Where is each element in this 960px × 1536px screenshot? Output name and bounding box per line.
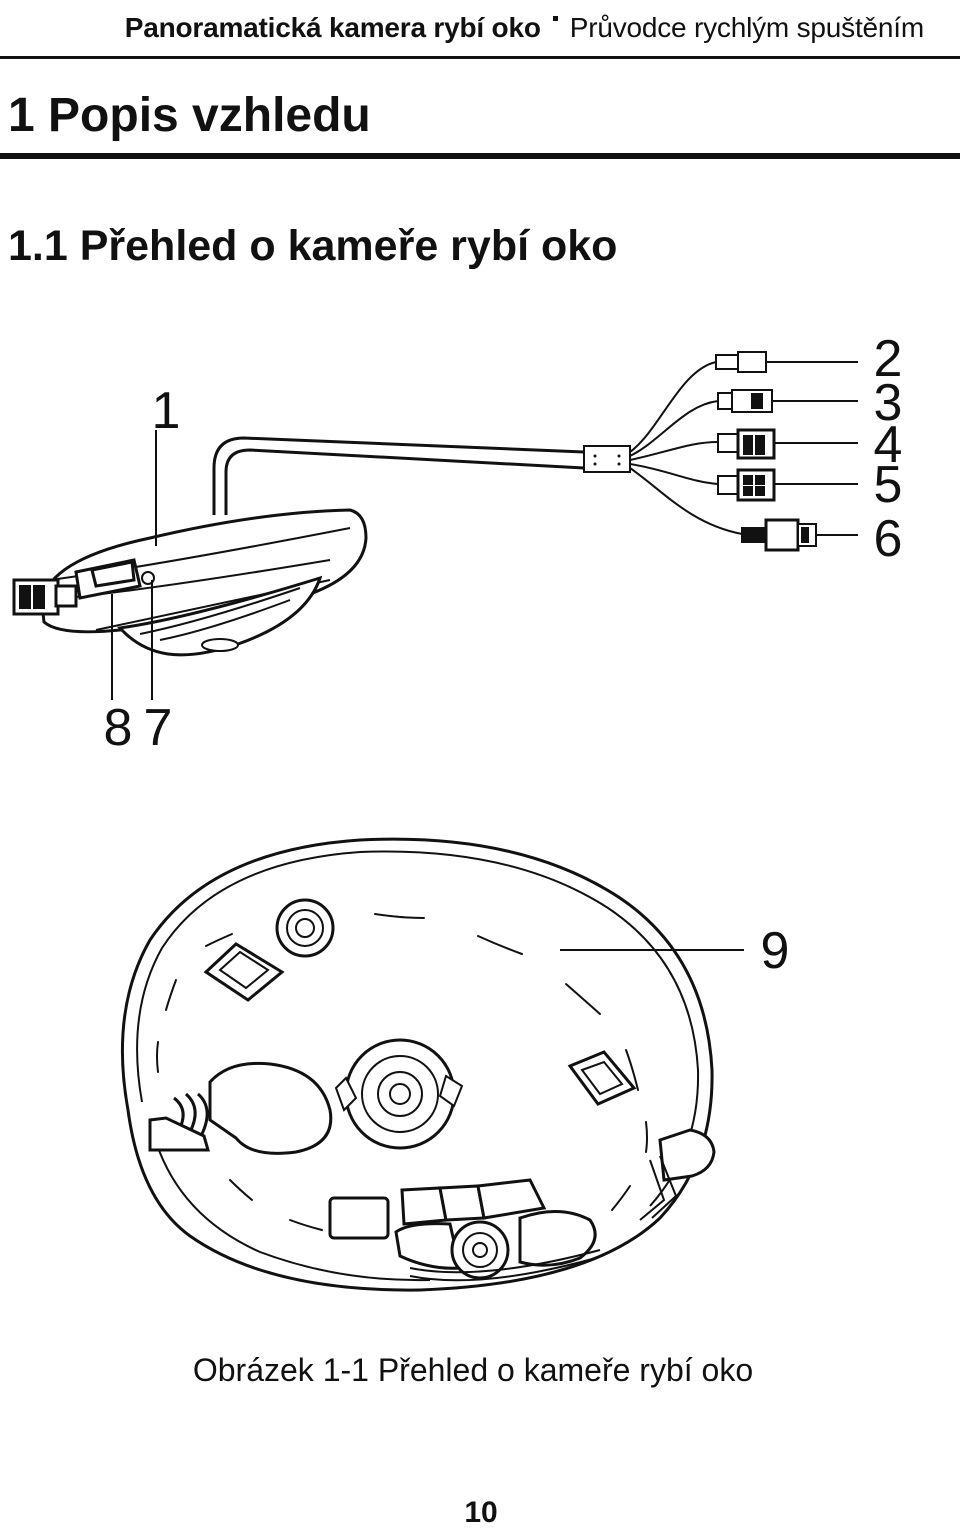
section-title: 1 Popis vzhledu (8, 89, 371, 142)
callout-4: 4 (874, 416, 903, 474)
callout-9: 9 (761, 922, 790, 980)
header-rule (0, 56, 960, 59)
figure-caption: Obrázek 1-1 Přehled o kameře rybí oko (192, 1352, 754, 1388)
camera-illustration: 1 2 3 4 5 6 7 8 9 (12, 330, 903, 1292)
header-title: Panoramatická kamera rybí oko Průvodce ry… (125, 12, 924, 44)
header-guide-name: Průvodce rychlým spuštěním (569, 12, 924, 43)
callout-8: 8 (104, 699, 133, 757)
page-number: 10 (464, 1496, 498, 1529)
callout-3: 3 (874, 374, 903, 432)
callout-labels: 1 2 3 4 5 6 7 8 9 (104, 330, 903, 980)
callout-6: 6 (874, 510, 903, 568)
callout-5: 5 (874, 456, 903, 514)
header-separator (552, 16, 558, 21)
camera-figure: 1 2 3 4 5 6 7 8 9 (0, 300, 960, 1330)
mounting-base-view (120, 837, 744, 1292)
callout-1: 1 (152, 382, 181, 440)
subsection-title: 1.1 Přehled o kameře rybí oko (8, 222, 618, 270)
camera-side-view (12, 351, 858, 700)
callout-2: 2 (874, 330, 903, 388)
section-rule (0, 153, 960, 159)
header-product-name: Panoramatická kamera rybí oko (124, 12, 541, 43)
callout-7: 7 (144, 699, 173, 757)
page-header: Panoramatická kamera rybí oko Průvodce ry… (0, 0, 960, 60)
